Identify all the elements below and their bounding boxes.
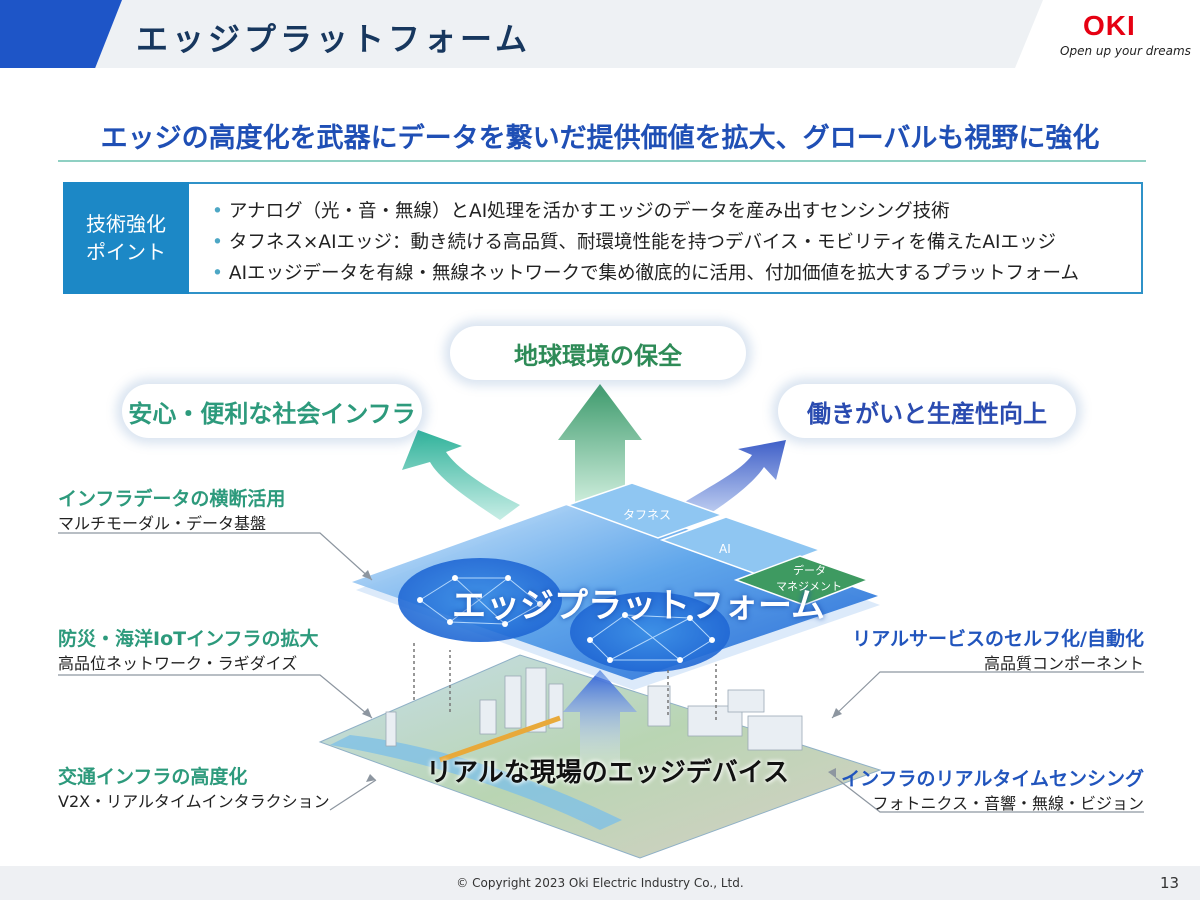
- header-logo-area: [1015, 0, 1200, 68]
- tech-point-item: •タフネス×AIエッジ：動き続ける高品質、耐環境性能を持つデバイス・モビリティを…: [212, 227, 1079, 258]
- left-item-title: インフラデータの横断活用: [58, 488, 286, 510]
- tile-data-label: データ: [793, 564, 826, 577]
- right-item-desc: 高品質コンポーネント: [983, 654, 1144, 673]
- logo-tagline: Open up your dreams: [1060, 44, 1191, 58]
- page-title: エッジプラットフォーム: [136, 20, 532, 58]
- value-pill-productivity: 働きがいと生産性向上: [778, 384, 1076, 438]
- bullet-icon: •: [212, 263, 223, 284]
- tech-point-item: •AIエッジデータを有線・無線ネットワークで集め徹底的に活用、付加価値を拡大する…: [212, 258, 1079, 289]
- platform-ellipse-right: [570, 592, 730, 672]
- tech-point-text: タフネス×AIエッジ：動き続ける高品質、耐環境性能を持つデバイス・モビリティを備…: [228, 232, 1056, 253]
- tile-management-label: マネジメント: [776, 580, 842, 593]
- left-item-title: 防災・海洋IoTインフラの拡大: [58, 628, 319, 650]
- tile-toughness: [565, 482, 725, 539]
- river: [330, 735, 622, 830]
- footer-band: [0, 866, 1200, 900]
- headline-divider: [58, 160, 1146, 162]
- tech-points-label-line2: ポイント: [86, 240, 166, 264]
- left-item-desc: V2X・リアルタイムインタラクション: [58, 792, 330, 811]
- right-item-title: インフラのリアルタイムセンシング: [841, 768, 1144, 790]
- value-pill-environment: 地球環境の保全: [450, 326, 746, 380]
- arrow-environment: [558, 384, 642, 505]
- platform-ellipse-left: [398, 558, 562, 642]
- value-pill-social-infra: 安心・便利な社会インフラ: [122, 384, 422, 438]
- arrow-productivity: [680, 440, 786, 520]
- platform-plane: [352, 496, 878, 680]
- tile-ai: [659, 516, 823, 575]
- left-item-desc: マルチモーダル・データ基盤: [58, 514, 267, 533]
- connector-lines: [58, 532, 1144, 813]
- device-layer-label: リアルな現場のエッジデバイス: [426, 758, 789, 788]
- tech-point-text: アナログ（光・音・無線）とAI処理を活かすエッジのデータを産み出すセンシング技術: [228, 201, 950, 222]
- tile-ai-label: AI: [719, 542, 731, 556]
- left-item-desc: 高品位ネットワーク・ラギダイズ: [58, 654, 298, 673]
- city-buildings: [385, 667, 803, 751]
- right-item-title: リアルサービスのセルフ化/自動化: [852, 628, 1144, 650]
- connector-arrowheads: [362, 570, 842, 782]
- network-node-dots: [417, 575, 715, 663]
- tech-point-item: •アナログ（光・音・無線）とAI処理を活かすエッジのデータを産み出すセンシング技…: [212, 196, 1079, 227]
- tech-point-text: AIエッジデータを有線・無線ネットワークで集め徹底的に活用、付加価値を拡大するプ…: [228, 263, 1079, 284]
- data-uplinks: [413, 640, 717, 720]
- platform-name: エッジプラットフォーム: [452, 586, 825, 626]
- bullet-icon: •: [212, 201, 223, 222]
- arrow-data-up: [563, 670, 637, 770]
- tech-points-list: •アナログ（光・音・無線）とAI処理を活かすエッジのデータを産み出すセンシング技…: [212, 196, 1079, 289]
- right-item-desc: フォトニクス・音響・無線・ビジョン: [872, 794, 1144, 813]
- header-band: [0, 0, 1200, 68]
- oki-logo: OKI: [1083, 10, 1136, 41]
- copyright: © Copyright 2023 Oki Electric Industry C…: [456, 876, 744, 890]
- bullet-icon: •: [212, 232, 223, 253]
- left-item-title: 交通インフラの高度化: [58, 766, 248, 788]
- slide-headline: エッジの高度化を武器にデータを繋いだ提供価値を拡大、グローバルも視野に強化: [100, 123, 1100, 154]
- tech-points-label: 技術強化 ポイント: [63, 182, 189, 294]
- tile-data-management: [733, 555, 871, 606]
- tech-points-label-line1: 技術強化: [86, 212, 166, 236]
- highway: [439, 715, 561, 763]
- tile-toughness-label: タフネス: [623, 508, 672, 522]
- arrow-social-infra: [402, 430, 520, 520]
- page-number: 13: [1160, 874, 1180, 892]
